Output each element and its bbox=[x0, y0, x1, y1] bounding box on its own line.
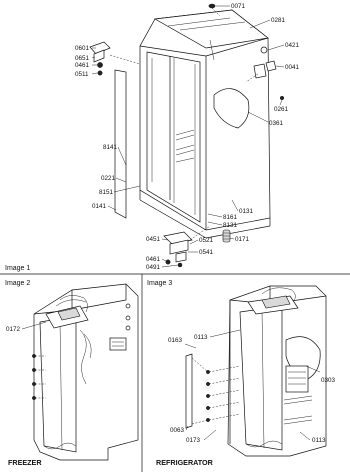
label-0601: 0601 bbox=[75, 45, 90, 52]
label-0113-top: 0113 bbox=[194, 334, 208, 341]
label-0361: 0361 bbox=[269, 120, 284, 127]
cabinet-front-opening bbox=[146, 51, 201, 223]
image1-caption: Image 1 bbox=[5, 265, 30, 272]
bushing-0421 bbox=[260, 46, 268, 54]
label-0041: 0041 bbox=[285, 64, 300, 71]
label-0063: 0063 bbox=[170, 427, 185, 434]
label-0511: 0511 bbox=[75, 71, 89, 78]
refrigerator-side-strip bbox=[185, 353, 193, 429]
label-8141: 8141 bbox=[103, 144, 118, 151]
label-0521: 0521 bbox=[199, 237, 214, 244]
label-0172: 0172 bbox=[6, 326, 21, 333]
label-0281: 0281 bbox=[271, 17, 286, 24]
image2-caption: Image 2 bbox=[5, 280, 30, 287]
image3-caption: Image 3 bbox=[147, 280, 172, 287]
label-0451: 0451 bbox=[146, 236, 161, 243]
label-0221: 0221 bbox=[101, 175, 116, 182]
refrigerator-section-label: REFRIGERATOR bbox=[156, 458, 214, 467]
label-0261: 0261 bbox=[274, 106, 289, 113]
image1-cabinet-assembly: 0071 0281 0421 0041 0261 0361 0601 0651 … bbox=[5, 3, 300, 272]
label-0651: 0651 bbox=[75, 55, 90, 62]
label-8131: 8131 bbox=[223, 222, 238, 229]
label-0173: 0173 bbox=[186, 437, 201, 444]
hinge-top bbox=[89, 41, 111, 55]
image1-leaders bbox=[91, 5, 285, 268]
label-0421: 0421 bbox=[285, 42, 300, 49]
label-0141: 0141 bbox=[92, 203, 107, 210]
image3-refrigerator-section: Image 3 bbox=[147, 280, 336, 467]
freezer-bracket bbox=[109, 337, 127, 351]
label-0461-top: 0461 bbox=[75, 62, 90, 69]
screw-0071 bbox=[208, 3, 216, 9]
label-0113-bottom: 0113 bbox=[312, 437, 326, 444]
label-8161: 8161 bbox=[223, 214, 238, 221]
label-0541: 0541 bbox=[199, 249, 214, 256]
label-8151: 8151 bbox=[99, 189, 114, 196]
label-0303: 0303 bbox=[321, 377, 336, 384]
image2-freezer-section: Image 2 017 bbox=[5, 280, 139, 467]
label-0171: 0171 bbox=[235, 236, 250, 243]
label-0071: 0071 bbox=[231, 3, 246, 10]
label-0491: 0491 bbox=[146, 264, 161, 271]
freezer-section-label: FREEZER bbox=[8, 458, 42, 467]
label-0461-bottom: 0461 bbox=[146, 256, 161, 263]
label-0163: 0163 bbox=[168, 337, 183, 344]
label-0131: 0131 bbox=[239, 208, 254, 215]
refrigerator-rack bbox=[285, 365, 309, 393]
